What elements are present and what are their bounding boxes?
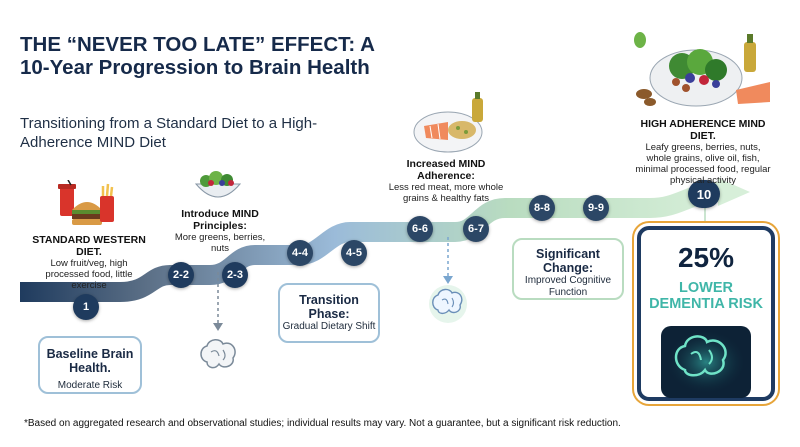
stage-introduce-detail: More greens, berries, nuts [174,232,266,254]
brain-icon [200,339,236,369]
stage-standard-detail: Low fruit/veg, high processed food, litt… [45,258,133,291]
stage-high-detail: Leafy greens, berries, nuts, whole grain… [635,142,771,186]
stage-high: HIGH ADHERENCE MIND DIET. Leafy greens, … [634,118,772,186]
box-baseline: Baseline Brain Health. Moderate Risk [38,336,142,394]
brain-icon [429,285,467,323]
timeline-node: 4-4 [287,240,313,266]
page-title: THE “NEVER TOO LATE” EFFECT: A 10-Year P… [20,33,375,79]
fast-food-icon [58,180,114,225]
outcome-label: LOWER DEMENTIA RISK [649,280,763,312]
box-significant-detail: Improved Cognitive Function [524,275,612,298]
stage-introduce-heading: Introduce MIND Principles: [181,208,259,232]
glowing-brain-icon [661,326,751,398]
timeline-node: 8-8 [529,195,555,221]
salmon-plate-icon [413,92,483,153]
box-significant: Significant Change: Improved Cognitive F… [512,238,624,300]
box-transition-heading: Transition Phase: [299,293,359,321]
box-baseline-heading: Baseline Brain Health. [46,347,134,375]
outcome-stat: 25% [677,242,735,273]
box-transition-detail: Gradual Dietary Shift [282,321,376,332]
healthy-food-icon [634,32,770,107]
timeline-node: 2-3 [222,262,248,288]
stage-standard: STANDARD WESTERN DIET. Low fruit/veg, hi… [30,234,148,291]
stage-increased-heading: Increased MIND Adherence: [406,158,486,182]
stage-increased: Increased MIND Adherence: Less red meat,… [386,158,506,204]
page-subtitle: Transitioning from a Standard Diet to a … [20,115,318,151]
outcome-card: 25% LOWER DEMENTIA RISK [637,226,775,401]
salad-bowl-icon [194,171,242,198]
timeline-node: 9-9 [583,195,609,221]
stage-high-heading: HIGH ADHERENCE MIND DIET. [640,118,766,142]
stage-standard-heading: STANDARD WESTERN DIET. [32,234,146,258]
box-significant-heading: Significant Change: [536,247,600,275]
box-transition: Transition Phase: Gradual Dietary Shift [278,283,380,343]
timeline-node: 1 [73,294,99,320]
timeline-node: 6-6 [407,216,433,242]
timeline-node: 10 [688,180,720,208]
stage-increased-detail: Less red meat, more whole grains & healt… [388,182,504,204]
ribbon-path [20,182,721,302]
timeline-node: 4-5 [341,240,367,266]
ribbon-arrowhead [718,178,750,206]
footnote: *Based on aggregated research and observ… [24,418,621,429]
box-baseline-detail: Moderate Risk [57,380,123,391]
timeline-node: 6-7 [463,216,489,242]
timeline-node: 2-2 [168,262,194,288]
stage-introduce: Introduce MIND Principles: More greens, … [170,208,270,254]
